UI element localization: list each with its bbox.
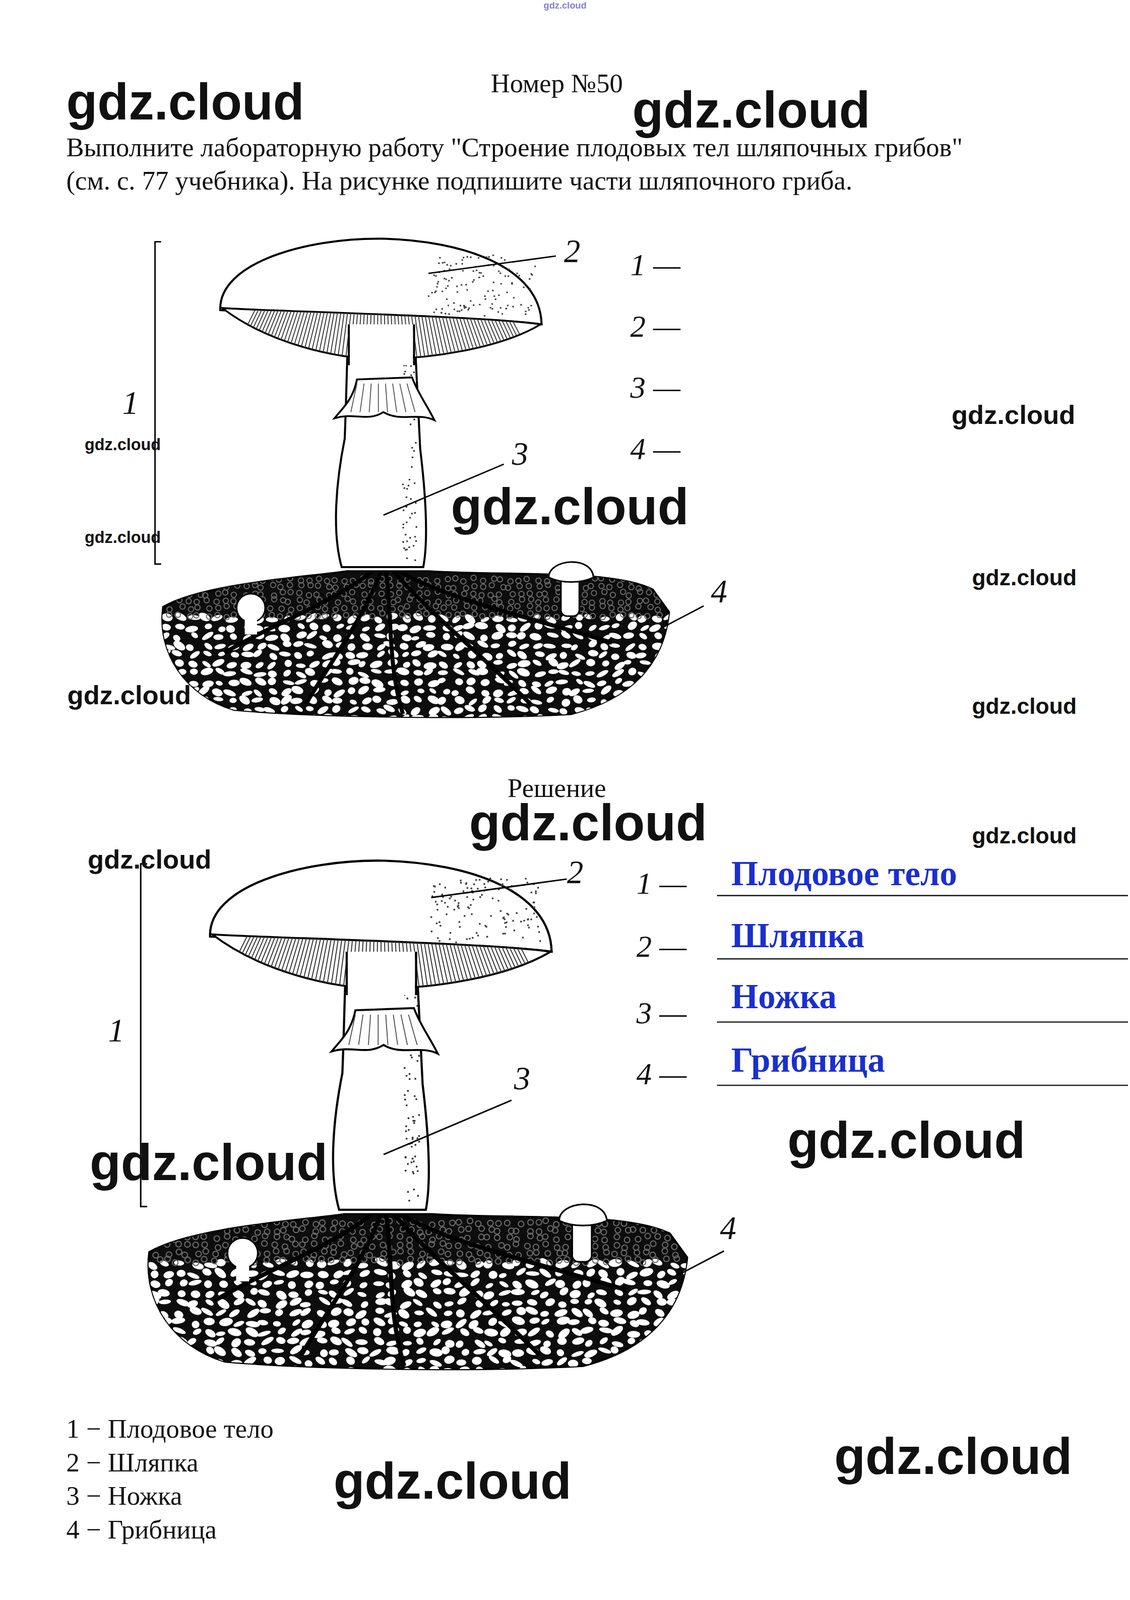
answer-number: 3 — (636, 994, 687, 1032)
answer-underline (717, 958, 1128, 960)
answer-list-item: 3 − Ножка (66, 1480, 183, 1513)
answer-underline (717, 894, 1128, 897)
watermark: gdz.cloud (89, 1132, 328, 1194)
callout-number: 3 (514, 1058, 531, 1098)
answer-text: Плодовое тело (731, 853, 958, 896)
watermark: gdz.cloud (971, 565, 1077, 592)
answer-list-item: 4 − Грибница (66, 1514, 217, 1546)
watermark: gdz.cloud (67, 679, 192, 712)
watermark: gdz.cloud (951, 399, 1076, 431)
answer-text: Ножка (731, 976, 837, 1019)
watermark: gdz.cloud (971, 823, 1077, 850)
answer-number: 4 — (636, 1055, 687, 1093)
task-text: Выполните лабораторную работу "Строение … (66, 130, 985, 199)
watermark: gdz.cloud (84, 527, 161, 548)
page-title: Номер №50 (490, 67, 623, 100)
answer-number: 4 — (630, 430, 681, 468)
answer-number: 1 — (630, 246, 681, 284)
watermark: gdz.cloud (333, 1450, 572, 1512)
watermark: gdz.cloud (971, 693, 1077, 721)
answer-underline (717, 1084, 1128, 1087)
callout-number: 1 (122, 383, 139, 423)
callout-number: 1 (107, 1010, 124, 1050)
watermark: gdz.cloud (787, 1109, 1026, 1171)
watermark: gdz.cloud (66, 71, 305, 133)
answer-underline (717, 1021, 1128, 1023)
watermark: gdz.cloud (632, 79, 871, 141)
mushroom-figure (155, 238, 705, 726)
callout-number: 2 (563, 231, 581, 271)
callout-number: 4 (710, 572, 727, 612)
callout-number: 4 (720, 1208, 737, 1248)
watermark: gdz.cloud (450, 476, 689, 538)
answer-text: Шляпка (731, 915, 865, 958)
answer-list-item: 2 − Шляпка (66, 1446, 199, 1479)
answer-number: 2 — (630, 307, 681, 345)
answer-number: 3 — (630, 369, 681, 407)
watermark: gdz.cloud (84, 434, 161, 455)
watermark: gdz.cloud (87, 843, 212, 876)
answer-list-item: 1 − Плодовое тело (66, 1412, 274, 1445)
callout-number: 2 (567, 852, 584, 892)
answer-number: 1 — (636, 864, 687, 902)
watermark: gdz.cloud (469, 792, 708, 854)
mushroom-figure (140, 860, 724, 1379)
watermark: gdz.cloud (543, 0, 587, 12)
answer-text: Грибница (731, 1039, 886, 1082)
callout-number: 3 (512, 434, 529, 474)
answer-number: 2 — (636, 927, 687, 965)
watermark: gdz.cloud (834, 1425, 1073, 1487)
